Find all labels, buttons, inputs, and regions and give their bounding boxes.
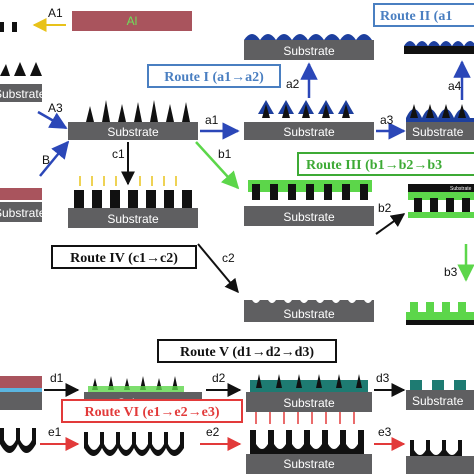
svg-text:Substrate: Substrate [0, 206, 46, 220]
route-IV-label: Route IV (c1→c2) [70, 251, 178, 266]
route-IV-box: Route IV (c1→c2) [51, 245, 197, 269]
route-III-box: Route III (b1→b2→b3 [297, 152, 474, 176]
svg-text:Substrate: Substrate [0, 87, 46, 101]
arrow-c2 [197, 243, 239, 294]
svg-text:Substrate: Substrate [412, 394, 464, 408]
step-d3: d3 [376, 371, 390, 385]
d0-left-partial [0, 376, 42, 410]
arrow-b2 [375, 213, 406, 235]
c2-structure: Substrate [244, 300, 374, 322]
step-a1: a1 [205, 113, 219, 127]
left-spike-row [0, 62, 42, 76]
route-VI-label: Route VI (e1→e2→e3) [84, 405, 219, 420]
svg-text:Substrate: Substrate [283, 210, 335, 224]
svg-text:Substrate: Substrate [283, 396, 335, 410]
step-e2: e2 [206, 425, 220, 439]
svg-text:Substrate: Substrate [283, 125, 335, 139]
c1-structure: Substrate [68, 176, 198, 228]
svg-text:Substrate: Substrate [450, 186, 472, 192]
step-B: B [42, 153, 50, 167]
b3-structure [406, 302, 474, 325]
e2-structure: Substrate [246, 412, 372, 474]
step-c2: c2 [222, 251, 235, 265]
svg-text:Substrate: Substrate [283, 307, 335, 321]
route-I-box: Route I (a1→a2) [147, 64, 281, 88]
step-A1: A1 [48, 6, 63, 20]
step-a2: a2 [286, 77, 300, 91]
step-d2: d2 [212, 371, 226, 385]
route-II-box: Route II (a1 [373, 3, 474, 27]
step-d1: d1 [50, 371, 64, 385]
top-left-pillars [0, 22, 17, 32]
arrow-A3 [37, 110, 68, 130]
step-b1: b1 [218, 147, 232, 161]
step-A3: A3 [48, 101, 63, 115]
svg-text:Substrate: Substrate [412, 125, 464, 139]
step-e3: e3 [378, 425, 392, 439]
arrow-B [39, 140, 70, 177]
e0-structure [0, 428, 36, 453]
central-substrate-label: Substrate [107, 125, 159, 139]
svg-text:Substrate: Substrate [283, 44, 335, 58]
b1-structure: Substrate [244, 180, 374, 226]
step-b3: b3 [444, 265, 458, 279]
step-c1: c1 [112, 147, 125, 161]
left-substrate-partial-1: Substrate [0, 84, 46, 102]
route-II-a3-structure: Substrate [406, 104, 474, 140]
al-label: Al [127, 14, 138, 28]
route-I-a1-structure: Substrate [244, 100, 374, 140]
al-block: Al [72, 11, 192, 31]
d2-structure: Substrate [246, 374, 372, 412]
route-II-label: Route II (a1 [380, 9, 452, 24]
b2-structure: Substrate [408, 184, 474, 218]
central-spike-template: Substrate [68, 100, 198, 140]
step-e1: e1 [48, 425, 62, 439]
route-VI-box: Route VI (e1→e2→e3) [61, 399, 243, 423]
step-b2: b2 [378, 201, 392, 215]
route-III-label: Route III (b1→b2→b3 [306, 158, 442, 173]
route-V-box: Route V (d1→d2→d3) [157, 339, 337, 363]
route-V-label: Route V (d1→d2→d3) [180, 345, 314, 360]
svg-text:Substrate: Substrate [107, 212, 159, 226]
route-I-label: Route I (a1→a2) [164, 70, 264, 85]
svg-text:Substrate: Substrate [283, 457, 335, 471]
d3-structure: Substrate [406, 380, 474, 410]
route-II-top-structure [404, 41, 474, 54]
arrow-b1 [195, 141, 240, 190]
e1-structure [84, 432, 184, 456]
route-I-a2-result: Substrate [244, 34, 374, 60]
left-al-partial: Substrate [0, 188, 46, 222]
step-a3: a3 [380, 113, 394, 127]
step-a4: a4 [448, 79, 462, 93]
e3-structure [406, 440, 474, 474]
